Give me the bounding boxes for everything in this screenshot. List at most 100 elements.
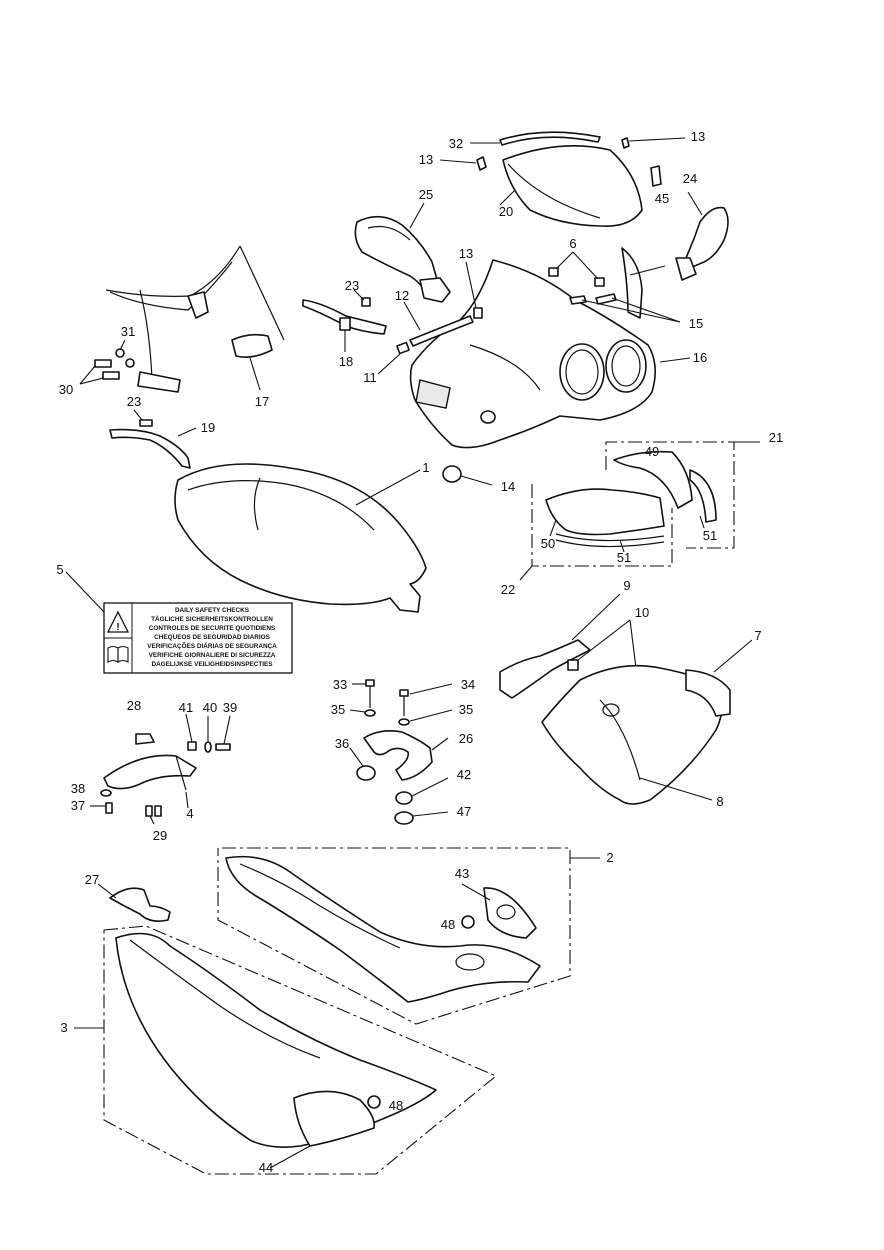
safety-label-line-6: VERIFICHE GIORNALIERE DI SICUREZZA: [149, 652, 276, 659]
part-31-washers: [115, 339, 135, 368]
part-5-safety-label: ! DAILY SAFETY CHECKS TÄGLICHE SICHERHEI…: [65, 571, 293, 674]
label-13-right: 13: [691, 129, 705, 144]
label-16: 16: [693, 350, 707, 365]
label-38: 38: [71, 781, 85, 796]
part-15-grommets: [569, 265, 681, 323]
part-47-grommet: [394, 811, 449, 825]
label-51-right: 51: [703, 528, 717, 543]
label-26: 26: [459, 731, 473, 746]
manual-book-icon: [107, 645, 129, 663]
label-23-upper: 23: [345, 278, 359, 293]
label-12: 12: [395, 288, 409, 303]
part-42-spacer: [395, 777, 449, 805]
label-4: 4: [186, 806, 193, 821]
label-21: 21: [769, 430, 783, 445]
label-20: 20: [499, 204, 513, 219]
part-39-bolt: [215, 715, 231, 751]
part-6-nuts: [548, 251, 605, 287]
label-15: 15: [689, 316, 703, 331]
label-11: 11: [363, 370, 377, 385]
label-35-right: 35: [459, 702, 473, 717]
label-48-lower: 48: [389, 1098, 403, 1113]
label-51-lower: 51: [617, 550, 631, 565]
part-22-kit-outline: [519, 484, 673, 581]
part-16-upper-fairing: [409, 247, 691, 449]
label-7: 7: [754, 628, 761, 643]
label-42: 42: [457, 767, 471, 782]
label-9: 9: [623, 578, 630, 593]
part-18-bracket: [302, 299, 387, 352]
label-41: 41: [179, 700, 193, 715]
part-49-duct: [613, 450, 717, 523]
part-24-mirror-right: [675, 191, 729, 281]
part-2-side-panel-right: [217, 847, 600, 1025]
svg-text:!: !: [116, 622, 119, 633]
part-35-washers: [349, 709, 453, 726]
part-21-kit-outline: [605, 441, 760, 549]
part-12-tube: [403, 301, 474, 347]
part-13-pad-right: [621, 137, 686, 149]
part-32-screen-trim: [470, 131, 601, 146]
label-13-center: 13: [459, 246, 473, 261]
label-50: 50: [541, 536, 555, 551]
safety-label-line-1: DAILY SAFETY CHECKS: [175, 607, 250, 614]
label-1: 1: [422, 460, 429, 475]
part-37-screw: [90, 802, 113, 814]
part-1-seat: [174, 463, 427, 613]
label-6: 6: [569, 236, 576, 251]
label-13-left: 13: [419, 152, 433, 167]
part-23-screw-upper: [353, 289, 371, 307]
part-48-washer-lower: [367, 1095, 381, 1109]
label-47: 47: [457, 804, 471, 819]
warning-triangle-icon: !: [106, 610, 130, 633]
label-22: 22: [501, 582, 515, 597]
label-19: 19: [201, 420, 215, 435]
safety-label-line-7: DAGELIJKSE VEILIGHEIDSINSPECTIES: [151, 661, 273, 668]
label-30: 30: [59, 382, 73, 397]
part-41-nut: [185, 713, 197, 751]
label-44: 44: [259, 1160, 273, 1175]
part-36-grommet: [349, 747, 376, 781]
label-37: 37: [71, 798, 85, 813]
part-3-side-panel-left: [74, 925, 498, 1175]
label-40: 40: [203, 700, 217, 715]
part-33-bolt: [352, 679, 375, 708]
part-45-decal: [650, 165, 662, 187]
part-number-labels: 1 2 3 4 5 6 7 8 9 10 11 12 13 13 13 14 1…: [56, 129, 783, 1175]
part-29-screws: [145, 805, 162, 825]
part-34-bolt: [399, 683, 453, 716]
part-4-bracket: [103, 754, 197, 809]
label-39: 39: [223, 700, 237, 715]
label-8: 8: [716, 794, 723, 809]
label-17: 17: [255, 394, 269, 409]
part-9-plate: [499, 593, 621, 699]
part-7-bracket: [685, 639, 753, 717]
safety-label-line-5: VERIFICAÇÕES DIÁRIAS DE SEGURANÇA: [147, 641, 277, 650]
part-50-duct: [545, 488, 665, 548]
label-24: 24: [683, 171, 697, 186]
part-30-bolts: [79, 359, 120, 385]
label-43-leader: [461, 883, 491, 901]
label-48-upper: 48: [441, 917, 455, 932]
label-45: 45: [655, 191, 669, 206]
label-23-lower: 23: [127, 394, 141, 409]
label-27: 27: [85, 872, 99, 887]
part-40-washer: [204, 716, 212, 753]
safety-label-line-3: CONTROLES DE SECURITE QUOTIDIENS: [149, 625, 276, 632]
label-14: 14: [501, 479, 515, 494]
label-25: 25: [419, 187, 433, 202]
label-18: 18: [339, 354, 353, 369]
label-31: 31: [121, 324, 135, 339]
part-13-pad-left: [439, 156, 487, 171]
part-8-lower-cowl: [541, 664, 724, 805]
label-51-leader: [619, 515, 705, 553]
label-35-left: 35: [331, 702, 345, 717]
part-23-screw-lower: [133, 409, 153, 427]
label-29: 29: [153, 828, 167, 843]
label-32: 32: [449, 136, 463, 151]
part-20-windscreen: [499, 144, 643, 227]
part-38-washer: [100, 789, 112, 797]
label-28: 28: [127, 698, 141, 713]
part-28-cap: [135, 733, 155, 745]
